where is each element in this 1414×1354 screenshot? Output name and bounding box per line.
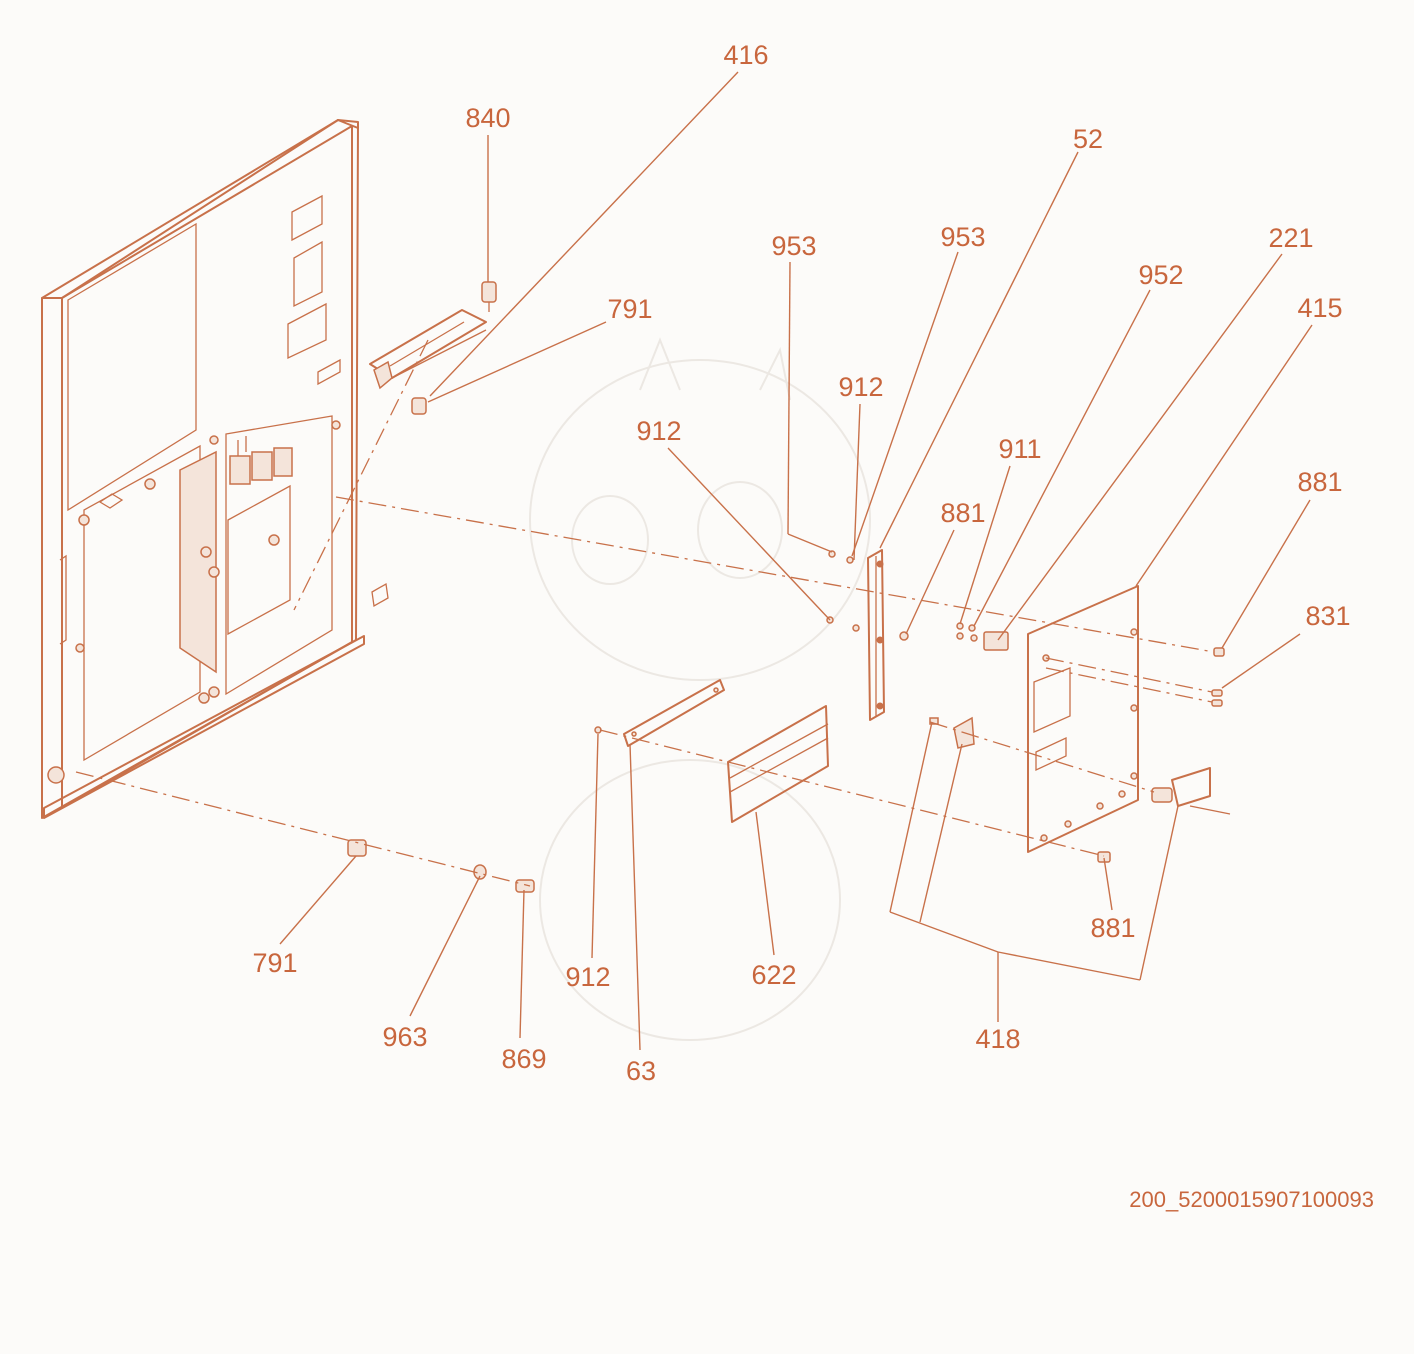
part-415-door-panel (1027, 585, 1139, 853)
part-791-spacer-lower (347, 839, 367, 857)
callout-63: 63 (626, 1056, 656, 1086)
part-791-spacer-upper (411, 397, 427, 415)
main-frame-panel (41, 119, 389, 819)
callout-869: 869 (501, 1044, 546, 1074)
part-881-screw-right (1213, 647, 1225, 657)
callout-622: 622 (751, 960, 796, 990)
watermark-illustration (529, 337, 871, 1041)
part-831-screws (1211, 689, 1223, 707)
assembly-lines (75, 339, 1215, 887)
leader-lines (279, 71, 1313, 1051)
part-416-rail (369, 309, 487, 390)
callout-881-center: 881 (940, 498, 985, 528)
callout-953-left: 953 (771, 231, 816, 261)
callout-415: 415 (1297, 293, 1342, 323)
callout-840: 840 (465, 103, 510, 133)
callout-963: 963 (382, 1022, 427, 1052)
callout-416: 416 (723, 40, 768, 70)
part-52-hinge-strip (826, 549, 909, 721)
part-840-screw (481, 281, 497, 312)
part-221-latch (956, 622, 1009, 651)
callout-912-mid: 912 (636, 416, 681, 446)
callout-221: 221 (1268, 223, 1313, 253)
callout-labels: 416 840 791 52 953 953 221 952 415 912 9… (252, 40, 1350, 1086)
part-63-strip (594, 679, 725, 747)
callout-953-right: 953 (940, 222, 985, 252)
callout-52: 52 (1073, 124, 1103, 154)
callout-831: 831 (1305, 601, 1350, 631)
part-418-lock-assembly (929, 716, 1231, 815)
callout-418: 418 (975, 1024, 1020, 1054)
callout-791-upper: 791 (607, 294, 652, 324)
callout-881-lower: 881 (1090, 913, 1135, 943)
callout-881-right: 881 (1297, 467, 1342, 497)
callout-912-upper: 912 (838, 372, 883, 402)
callout-911: 911 (998, 434, 1041, 464)
callout-912-lower: 912 (565, 962, 610, 992)
part-622-plate (727, 705, 829, 823)
callout-791-lower: 791 (252, 948, 297, 978)
drawing-reference-number: 200_5200015907100093 (1129, 1187, 1374, 1212)
callout-952: 952 (1138, 260, 1183, 290)
part-869-bolt (515, 879, 535, 893)
